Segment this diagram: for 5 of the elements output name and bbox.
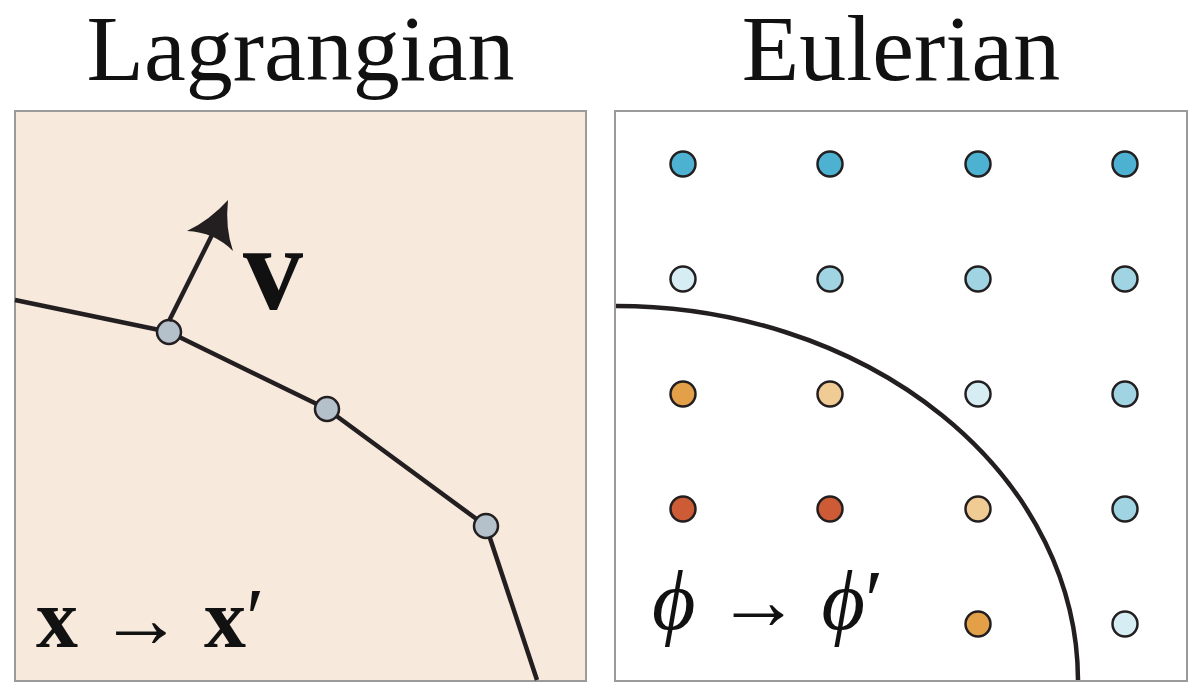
vector-label: v [243,201,303,337]
panel-heading: Lagrangian [86,0,515,102]
math-expression: x → x′ [36,571,265,667]
panel-heading: Eulerian [741,0,1061,102]
math-expression: ϕ → ϕ′ [652,553,884,649]
